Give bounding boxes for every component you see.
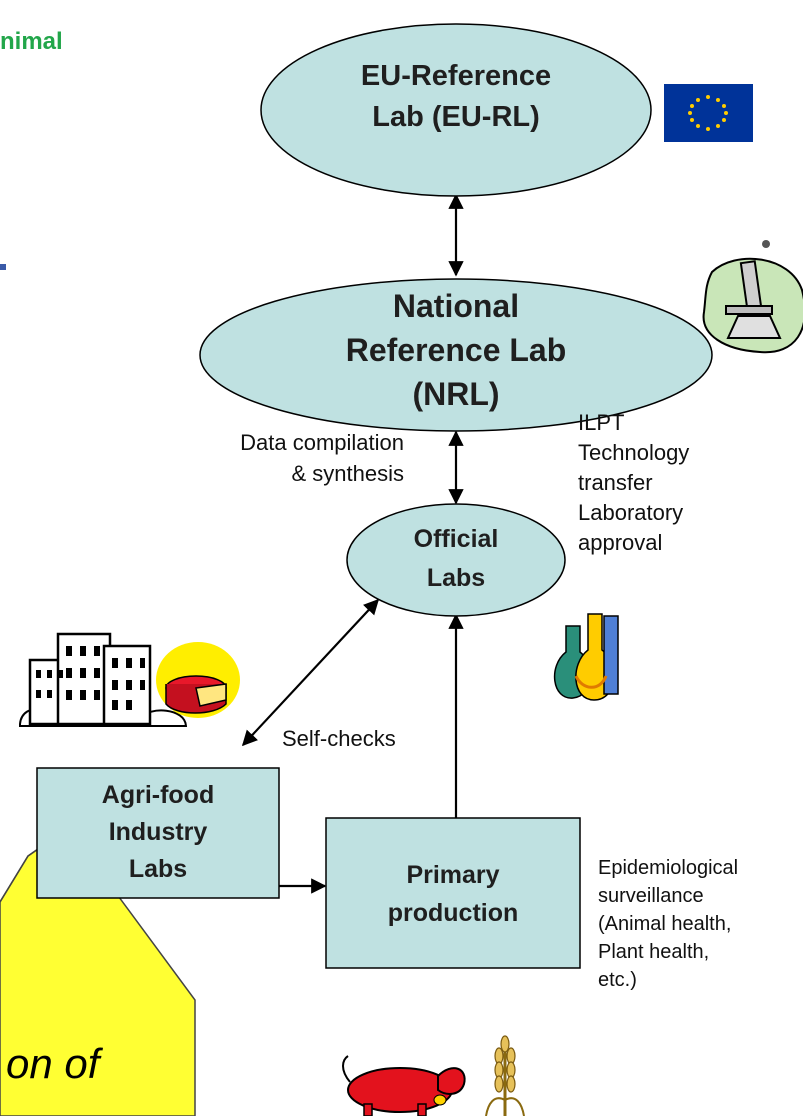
eurl-line1: EU-Reference — [360, 60, 552, 92]
epi-line2: surveillance — [598, 885, 704, 907]
node-official-labs — [346, 503, 566, 617]
node-national-reference-lab-label: National Reference Lab (NRL) — [200, 284, 712, 416]
eu-flag-icon — [664, 84, 753, 142]
nrl-function-technology: Technology — [578, 439, 690, 465]
callout-partial-text: on of — [6, 1040, 100, 1087]
header-partial-title: nimal — [0, 28, 63, 55]
nrl-function-approval: approval — [578, 529, 663, 555]
buildings-icon — [19, 632, 188, 727]
nrl-line1: National — [392, 288, 520, 324]
agrifood-line3: Labs — [128, 855, 188, 883]
eurl-line2: Lab (EU-RL) — [372, 101, 540, 134]
primary-line2: production — [387, 899, 519, 927]
self-checks-label: Self-checks — [282, 726, 396, 751]
official-line1: Official — [413, 525, 499, 553]
lab-flasks-icon — [553, 613, 619, 701]
epi-line5: etc.) — [598, 969, 637, 991]
agrifood-line2: Industry — [108, 818, 208, 846]
epi-line3: (Animal health, — [598, 913, 732, 935]
primary-line1: Primary — [406, 861, 500, 889]
nrl-line2: Reference Lab — [345, 332, 567, 369]
nrl-function-transfer: transfer — [578, 469, 653, 495]
nrl-function-ilpt: ILPT — [578, 410, 625, 435]
cow-icon — [342, 1055, 466, 1116]
official-line2: Labs — [426, 563, 486, 592]
wheat-icon — [485, 1035, 525, 1116]
microscope-icon — [702, 240, 803, 354]
arrow-official-agrifood — [241, 598, 380, 747]
data-compilation-line2: & synthesis — [291, 460, 405, 486]
node-national-reference-lab — [199, 278, 713, 432]
node-official-labs-label: Official Labs — [347, 520, 565, 598]
epi-line1: Epidemiological — [598, 857, 739, 879]
node-eu-reference-lab — [260, 23, 652, 197]
epidemiological-label: Epidemiological surveillance (Animal hea… — [598, 854, 738, 994]
data-compilation-line1: Data compilation — [240, 430, 404, 455]
node-agrifood-labs — [36, 767, 280, 899]
nrl-function-laboratory: Laboratory — [578, 499, 684, 525]
node-primary-production — [325, 817, 581, 969]
logo-fragment — [0, 264, 6, 270]
nrl-functions-label: ILPT Technology transfer Laboratory appr… — [578, 408, 689, 558]
cheese-icon — [156, 642, 240, 718]
epi-line4: Plant health, — [598, 941, 710, 963]
node-agrifood-labs-label: Agri-food Industry Labs — [37, 777, 279, 888]
node-eu-reference-lab-label: EU-Reference Lab (EU-RL) — [261, 56, 651, 138]
data-compilation-label: Data compilation & synthesis — [160, 428, 404, 490]
nrl-line3: (NRL) — [412, 376, 500, 413]
node-primary-production-label: Primary production — [326, 856, 580, 932]
agrifood-line1: Agri-food — [101, 781, 215, 809]
